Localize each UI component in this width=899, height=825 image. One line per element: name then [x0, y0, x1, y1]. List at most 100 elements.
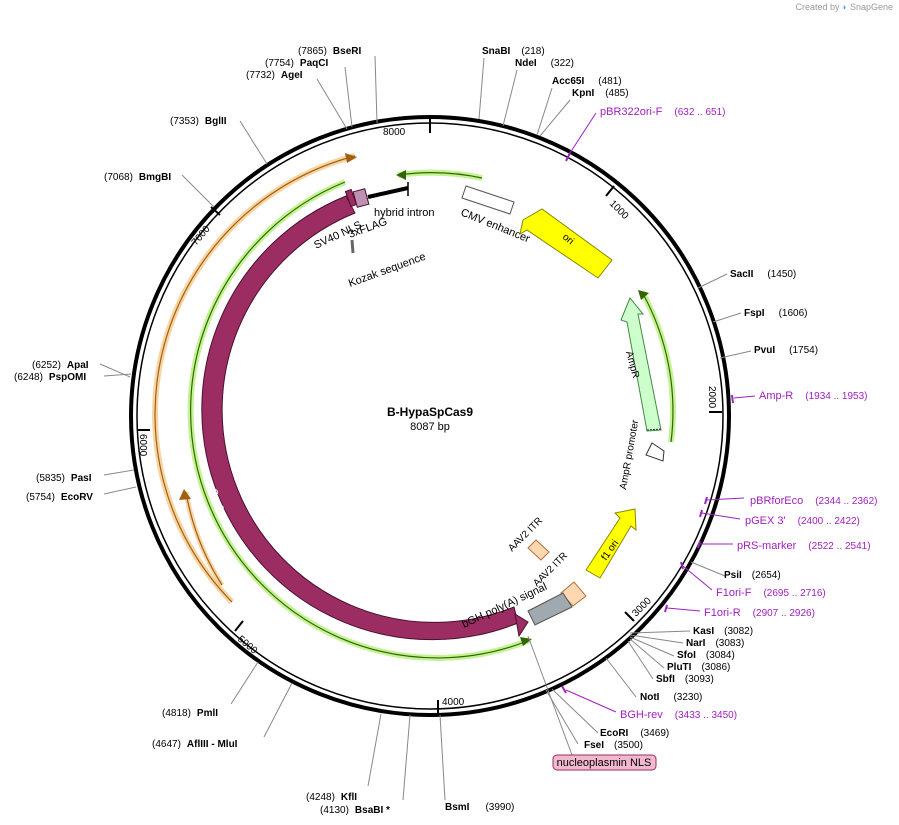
enzyme-pos: (6248): [14, 372, 43, 383]
enzyme-name: FseI: [584, 740, 604, 751]
primer-leaders: [565, 112, 756, 713]
enzyme-pos: (7353): [170, 116, 199, 127]
enzyme-name: PspOMI: [49, 372, 86, 383]
primer-pbr322ori-f: pBR322ori-F (632 .. 651): [600, 106, 726, 118]
enzyme-name: EcoRV: [61, 492, 93, 503]
primer-range: (632 .. 651): [674, 107, 725, 118]
enzyme-pos: (4647): [152, 739, 181, 750]
bgh-polya-feature: [527, 592, 573, 626]
enzyme-kpni: KpnI(485): [572, 88, 629, 99]
primer-name: pBR322ori-F: [600, 106, 663, 118]
enzyme-name: Acc65I: [552, 76, 584, 87]
sv40-nls-feature: [344, 188, 358, 208]
enzyme-pspomi: (6248) PspOMI: [14, 372, 86, 383]
primer-range: (2522 .. 2541): [808, 541, 870, 552]
enzyme-name: FspI: [744, 308, 765, 319]
plasmid-name: B-HypaSpCas9: [387, 405, 473, 419]
enzyme-name: NotI: [640, 692, 660, 703]
primer-bgh-rev: BGH-rev (3433 .. 3450): [620, 709, 737, 721]
enzyme-pos: (1606): [779, 308, 808, 319]
enzyme-ndei: NdeI (322): [515, 58, 574, 69]
enzyme-pos: (218): [521, 46, 544, 57]
f1-ori-feature: [585, 508, 637, 579]
primer-range: (2400 .. 2422): [798, 516, 860, 527]
enzyme-name: SfoI: [677, 650, 696, 661]
ori-label: ori: [560, 232, 576, 248]
primer-name: F1ori-F: [716, 587, 752, 599]
enzyme-name: PasI: [71, 473, 92, 484]
green-top-arrow-head: [396, 170, 406, 180]
primer-range: (2344 .. 2362): [815, 496, 877, 507]
enzyme-labels: SnaBI(218) NdeI(322) Acc65I(481) KpnI(48…: [14, 46, 818, 816]
enzyme-name: AgeI: [281, 70, 303, 81]
enzyme-pos: (7068): [104, 172, 133, 183]
kozak-marker: [350, 239, 355, 254]
enzyme-name: SacII: [730, 269, 754, 280]
orange-inner-arc-line: [185, 491, 223, 586]
enzyme-pos: (3083): [715, 638, 744, 649]
primer-amp-r: Amp-R(1934 .. 1953): [759, 390, 868, 402]
primer-name: BGH-rev: [620, 709, 663, 721]
primer-name: pRS-marker: [737, 540, 797, 552]
enzyme-pos: (3469): [640, 728, 669, 739]
enzyme-pmli: (4818) PmlI: [162, 708, 218, 719]
enzyme-snabi: SnaBI(218): [482, 46, 545, 57]
tick-label-1000: 1000: [607, 198, 631, 222]
primer-labels: pBR322ori-F (632 .. 651) Amp-R(1934 .. 19…: [600, 106, 877, 721]
enzyme-pos: (1754): [789, 345, 818, 356]
enzyme-apai: (6252) ApaI: [32, 360, 89, 371]
enzyme-pos: (2654): [752, 570, 781, 581]
enzyme-ecori: EcoRI(3469): [600, 728, 669, 739]
enzyme-pos: (322): [551, 58, 574, 69]
snapgene-logo-icon: ◗: [842, 2, 848, 12]
enzyme-fspi: FspI (1606): [744, 308, 807, 319]
primer-range: (3433 .. 3450): [675, 710, 737, 721]
enzyme-name: KflI: [341, 792, 357, 803]
enzyme-name: NdeI: [515, 58, 537, 69]
enzyme-pos: (3086): [701, 662, 730, 673]
enzyme-bsmi: BsmI(3990): [445, 802, 514, 813]
enzyme-name: PsiI: [724, 570, 742, 581]
enzyme-name: BmgBI: [139, 172, 171, 183]
enzyme-name: AflIII - MluI: [187, 739, 238, 750]
enzyme-ecorv: (5754)EcoRV: [26, 492, 93, 503]
primer-range: (2695 .. 2716): [763, 588, 825, 599]
primer-name: pBRforEco: [750, 495, 803, 507]
enzyme-pos: (7754): [265, 58, 294, 69]
enzyme-name: PluTI: [667, 662, 692, 673]
tick-label-4000: 4000: [442, 697, 465, 708]
enzyme-bglii: (7353)BglII: [170, 116, 227, 127]
enzyme-pos: (6252): [32, 360, 61, 371]
flag-feature: [352, 188, 370, 208]
enzyme-pos: (4248): [306, 792, 335, 803]
enzyme-nari: NarI(3083): [686, 638, 744, 649]
enzyme-sfoi: SfoI(3084): [677, 650, 735, 661]
kozak-label: Kozak sequence: [347, 251, 428, 290]
enzyme-leader-lines: [99, 55, 752, 801]
enzyme-pos: (4818): [162, 708, 191, 719]
enzyme-noti: NotI(3230): [640, 692, 702, 703]
backbone-outer-ring: [129, 115, 731, 717]
ampr-dotted: [646, 428, 662, 431]
credit-brand: SnapGene: [849, 2, 893, 12]
orange-arrow-head-top: [345, 153, 357, 163]
orange-feature-arc-line: [154, 155, 356, 603]
enzyme-pos: (7865): [298, 46, 327, 57]
primer-f1ori-r: F1ori-R(2907 .. 2926): [704, 607, 815, 619]
ori-feature: [519, 208, 613, 279]
enzyme-bsabi: (4130)BsaBI *: [320, 805, 390, 816]
enzyme-name: BsmI: [445, 802, 470, 813]
enzyme-name: BseRI: [333, 46, 362, 57]
primer-pbrforeco: pBRforEco (2344 .. 2362): [750, 495, 877, 507]
primer-pgex3: pGEX 3'(2400 .. 2422): [745, 515, 860, 527]
nucleoplasmin-nls-box: [552, 754, 657, 771]
enzyme-name: KpnI: [572, 88, 594, 99]
enzyme-name: KasI: [693, 626, 714, 637]
primer-f1ori-f: F1ori-F (2695 .. 2716): [716, 587, 826, 599]
enzyme-name: ApaI: [67, 360, 89, 371]
enzyme-name: PmlI: [197, 708, 218, 719]
enzyme-psii: PsiI (2654): [724, 570, 781, 581]
enzyme-sacii: SacII(1450): [730, 269, 796, 280]
enzyme-pos: (7732): [246, 70, 275, 81]
hybrid-intron-label: hybrid intron: [374, 207, 435, 219]
